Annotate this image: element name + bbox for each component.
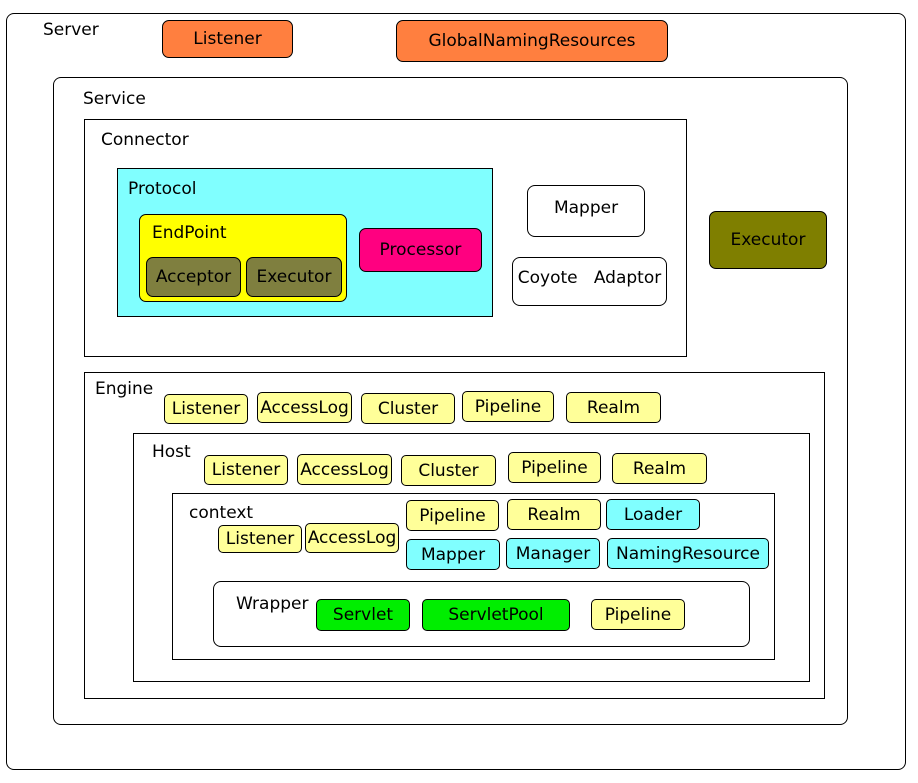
engine-realm: Realm — [566, 392, 661, 423]
host-cluster: Cluster — [401, 455, 496, 486]
context-listener: Listener — [218, 525, 302, 553]
context-naming-resource: NamingResource — [607, 538, 769, 569]
engine-listener: Listener — [164, 394, 248, 424]
wrapper-pipeline: Pipeline — [591, 599, 685, 630]
host-pipeline: Pipeline — [508, 452, 601, 483]
host-label: Host — [152, 442, 191, 462]
connector-label: Connector — [101, 130, 189, 150]
global-naming-resources: GlobalNamingResources — [396, 20, 668, 62]
coyote-adaptor: Coyote Adaptor — [512, 257, 667, 306]
context-realm: Realm — [507, 499, 601, 530]
context-loader: Loader — [606, 499, 700, 530]
engine-pipeline: Pipeline — [462, 391, 554, 422]
endpoint-label: EndPoint — [152, 223, 227, 243]
processor: Processor — [359, 228, 482, 272]
host-listener: Listener — [204, 455, 288, 485]
servlet-pool: ServletPool — [422, 599, 570, 631]
engine-cluster: Cluster — [361, 393, 455, 424]
host-realm: Realm — [612, 453, 707, 484]
context-accesslog: AccessLog — [305, 523, 399, 553]
protocol-label: Protocol — [128, 179, 197, 199]
acceptor: Acceptor — [146, 257, 241, 297]
context-manager: Manager — [506, 538, 600, 569]
connector-mapper: Mapper — [527, 185, 645, 237]
context-pipeline: Pipeline — [406, 500, 499, 531]
service-executor: Executor — [709, 211, 827, 269]
wrapper-label: Wrapper — [236, 594, 309, 614]
engine-label: Engine — [95, 379, 154, 399]
servlet: Servlet — [316, 599, 410, 631]
host-accesslog: AccessLog — [297, 454, 392, 485]
context-mapper: Mapper — [406, 539, 500, 570]
endpoint-executor: Executor — [246, 257, 342, 297]
engine-accesslog: AccessLog — [257, 392, 352, 423]
service-label: Service — [83, 89, 146, 109]
context-label: context — [189, 503, 254, 523]
server-listener: Listener — [162, 20, 293, 58]
server-label: Server — [43, 20, 99, 40]
